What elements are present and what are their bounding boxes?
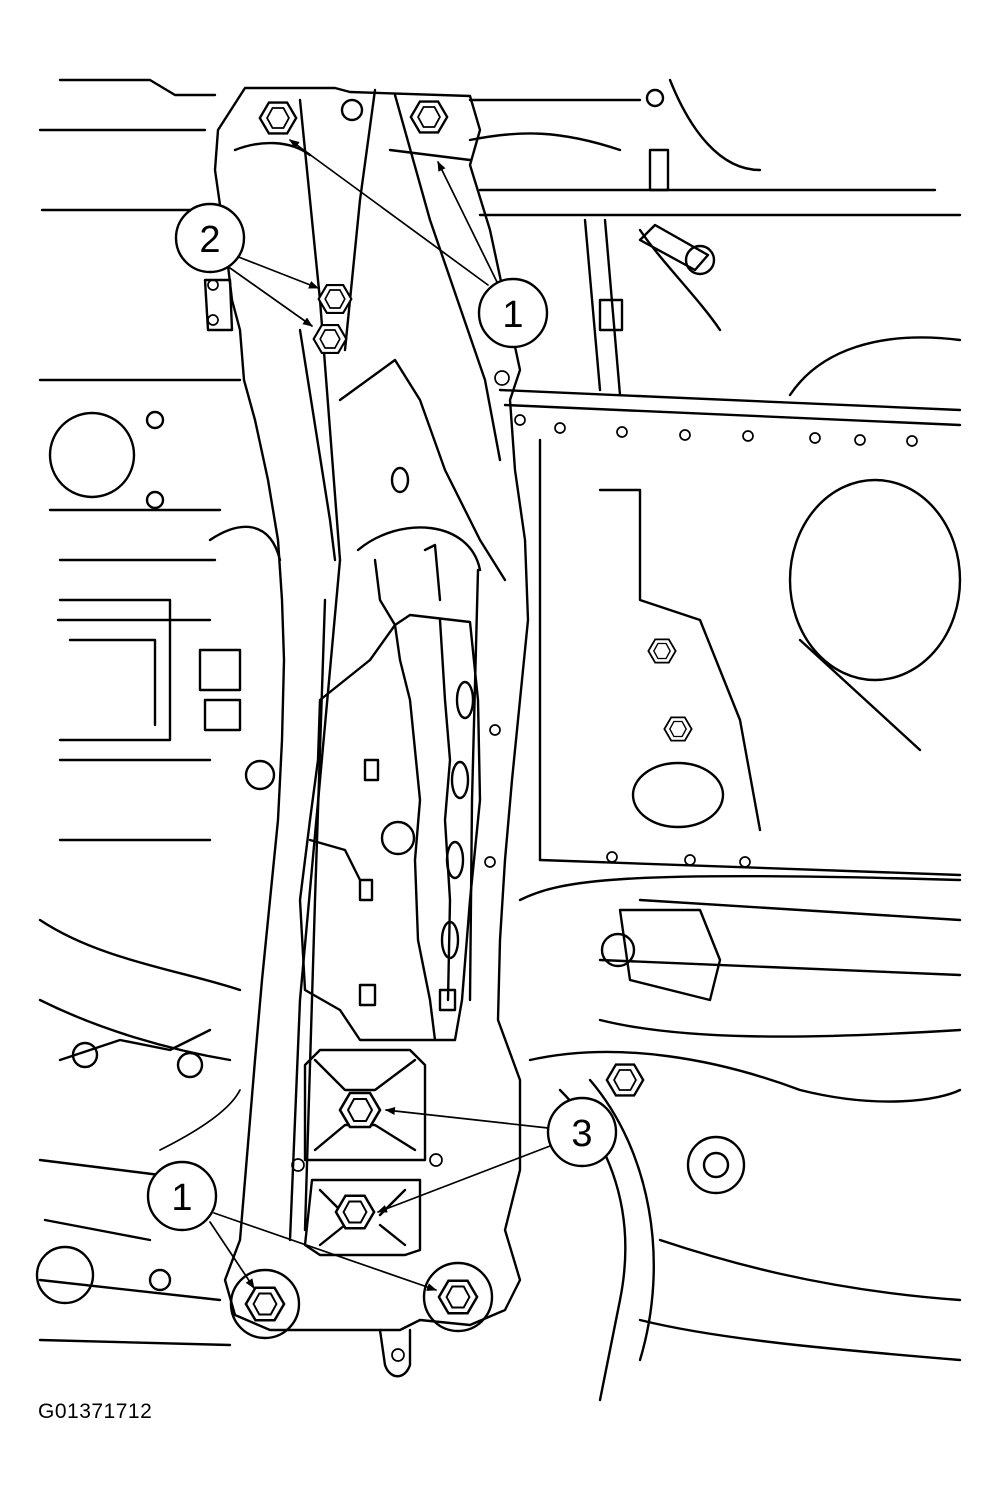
nut-bottom-left	[229, 1268, 301, 1340]
callout-2: 2	[174, 202, 246, 274]
callout-2-label: 2	[199, 219, 220, 261]
nut-3-upper	[338, 1091, 382, 1129]
figure-id-label: G01371712	[38, 1400, 153, 1423]
callout-1-top-label: 1	[502, 294, 523, 336]
nut-2-upper	[317, 284, 353, 314]
leader-lines	[209, 139, 551, 1291]
nut-2-lower	[312, 324, 348, 354]
misc-bolts	[605, 638, 693, 1097]
callout-3: 3	[546, 1096, 618, 1168]
callout-1-bottom: 1	[146, 1160, 218, 1232]
nut-3-lower	[334, 1194, 376, 1230]
subframe	[203, 86, 530, 1378]
callout-1-bottom-label: 1	[171, 1177, 192, 1219]
center-housing	[298, 543, 482, 1042]
callout-3-label: 3	[571, 1113, 592, 1155]
nut-top-right	[409, 100, 449, 134]
background-structure	[35, 78, 962, 1402]
rail-rivets	[207, 279, 918, 1362]
nut-bottom-right	[422, 1261, 494, 1333]
callout-1-top: 1	[477, 277, 549, 349]
nut-top-left	[258, 101, 298, 135]
